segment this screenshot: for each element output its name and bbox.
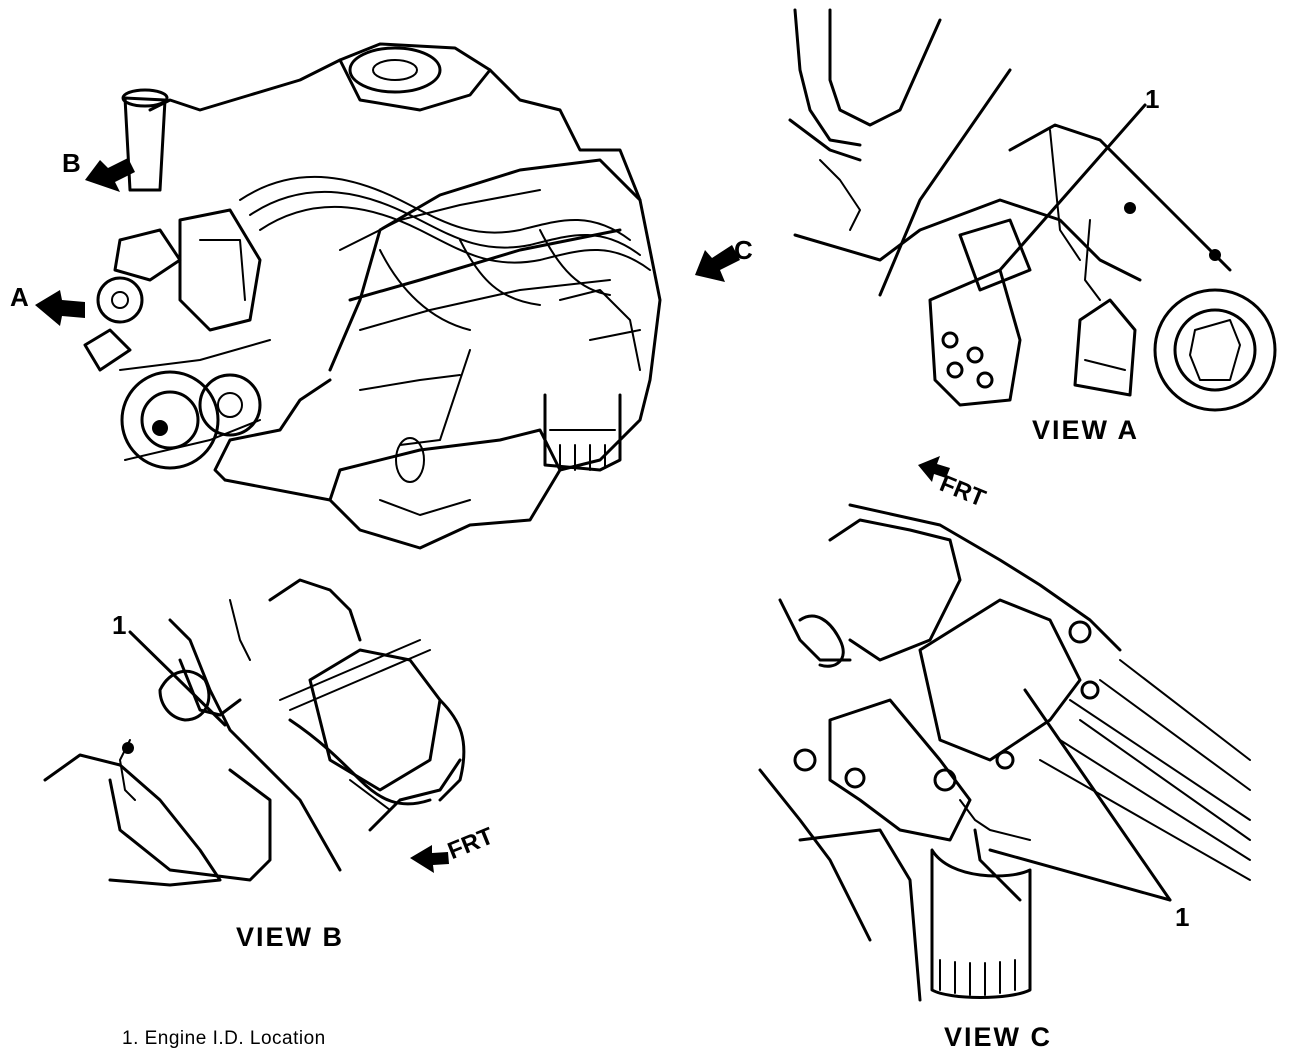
arrow-a-letter: A [10, 282, 29, 312]
view-c-illustration [758, 503, 1251, 1002]
callout-1-view-a: 1 [1145, 84, 1160, 114]
frt-arrow-icon-top [918, 456, 950, 482]
arrow-a-icon [35, 290, 85, 326]
view-b-illustration [43, 578, 466, 887]
view-b-title: VIEW B [236, 922, 345, 952]
arrow-b-letter: B [62, 148, 81, 178]
legend-item-engine-id: 1. Engine I.D. Location [122, 1028, 326, 1049]
view-a-title: VIEW A [1032, 415, 1140, 445]
view-a-illustration [788, 8, 1277, 412]
arrow-b-icon [85, 158, 135, 192]
arrow-c-icon [695, 245, 740, 282]
arrow-c-letter: C [734, 235, 753, 265]
callout-1-view-b: 1 [112, 610, 127, 640]
callout-1-view-c: 1 [1175, 902, 1190, 932]
engine-illustration [83, 42, 662, 550]
frt-arrow-icon-b [410, 845, 449, 873]
view-c-title: VIEW C [944, 1022, 1053, 1052]
